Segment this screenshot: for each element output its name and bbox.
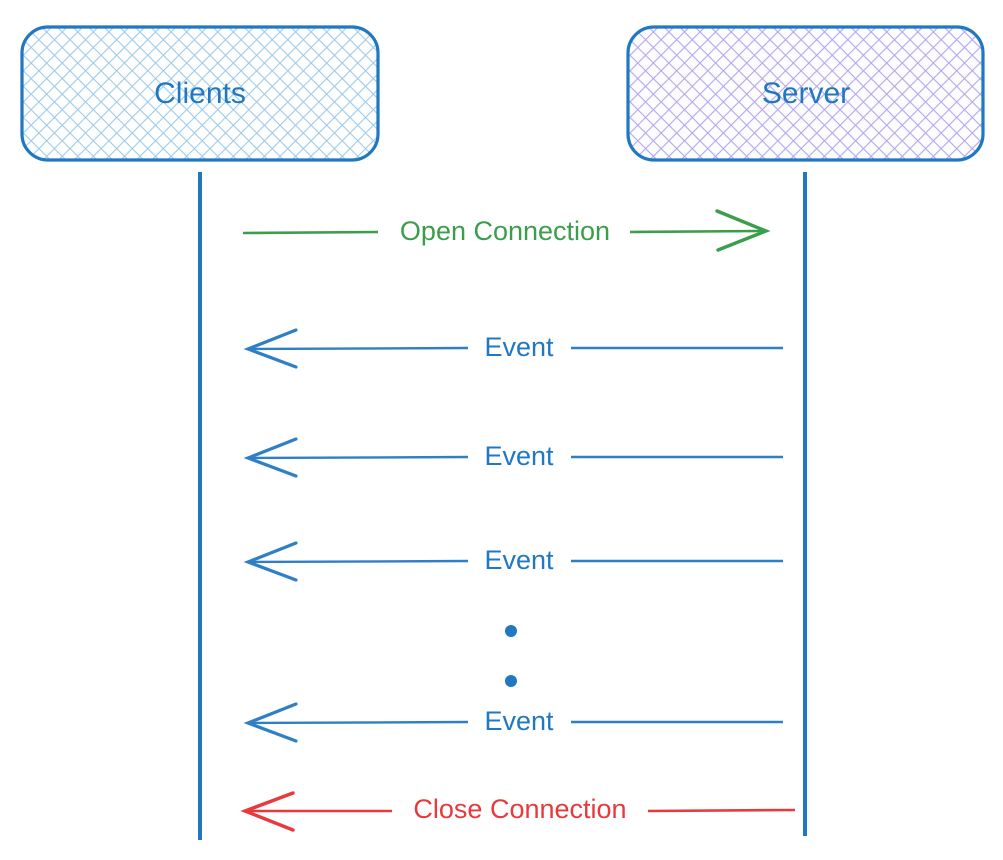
message-event-2[interactable]: Event xyxy=(243,437,783,478)
close-connection-arrowhead xyxy=(240,791,295,832)
message-event-4[interactable]: Event xyxy=(243,702,783,743)
event-1-line-left xyxy=(249,346,469,351)
server-box[interactable] xyxy=(626,25,985,162)
message-event-1[interactable]: Event xyxy=(243,328,783,369)
close-connection-label: Close Connection xyxy=(413,794,626,824)
participant-clients[interactable]: Clients xyxy=(20,25,380,162)
event-2-arrowhead xyxy=(243,437,298,478)
event-2-label: Event xyxy=(484,441,554,471)
event-2-line-left xyxy=(249,455,469,460)
event-3-label: Event xyxy=(484,545,554,575)
server-label: Server xyxy=(762,77,850,110)
event-1-label: Event xyxy=(484,332,554,362)
close-connection-line-right xyxy=(647,808,796,813)
clients-box[interactable] xyxy=(20,25,380,162)
message-event-3[interactable]: Event xyxy=(243,541,783,582)
event-1-arrowhead xyxy=(243,328,298,369)
clients-label: Clients xyxy=(154,77,246,110)
open-connection-line-right xyxy=(629,229,763,234)
participant-server[interactable]: Server xyxy=(626,25,985,162)
message-close-connection[interactable]: Close Connection xyxy=(240,791,796,832)
open-connection-line-left xyxy=(242,230,379,235)
ellipsis-dot-1 xyxy=(505,625,517,637)
open-connection-label: Open Connection xyxy=(400,216,610,246)
event-3-arrowhead xyxy=(243,541,298,582)
event-4-label: Event xyxy=(484,706,554,736)
event-4-arrowhead xyxy=(243,702,298,743)
open-connection-arrowhead xyxy=(715,209,771,252)
message-open-connection[interactable]: Open Connection xyxy=(242,209,771,252)
event-3-line-left xyxy=(249,559,469,564)
event-4-line-left xyxy=(249,720,469,725)
ellipsis-dot-2 xyxy=(505,675,517,687)
continuation-dots xyxy=(505,625,517,687)
